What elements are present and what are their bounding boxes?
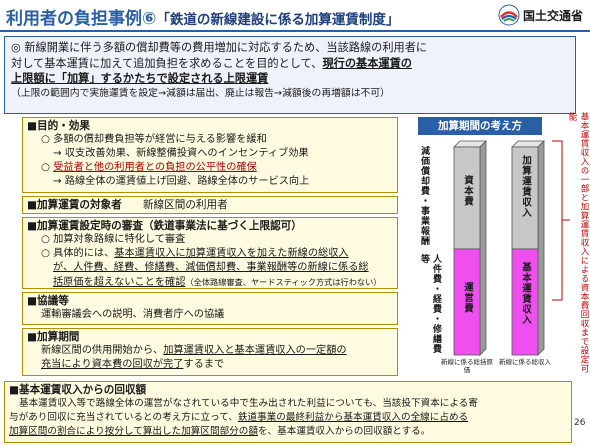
review-box: ■加算運賃設定時の審査（鉄道事業法に基づく上限認可） ○ 加算対象路線に特化して… bbox=[22, 217, 398, 289]
review-line-2b: 基本運賃収入に加算運賃収入を加えた新線の総収入 bbox=[114, 248, 349, 259]
review-line-4a: 括原価を超えないことを確認 bbox=[53, 277, 186, 288]
diagram-title: 加算期間の考え方 bbox=[418, 117, 542, 135]
depreciation-label: 減価償却費・事業報酬 bbox=[419, 146, 429, 246]
recovery-line-1: 基本運賃収入等で路線全体の運営がなされている中で生み出された利益についても、当該… bbox=[19, 398, 478, 409]
review-line-2: ○ 具体的には、基本運賃収入に加算運賃収入を加えた新線の総収入 bbox=[27, 247, 393, 261]
consult-heading: ■協議等 bbox=[27, 295, 69, 307]
left-bar-top-label: 資本費 bbox=[462, 175, 473, 207]
period-line-2: 充当により資本費の回収が完了するまで bbox=[27, 358, 393, 372]
target-line: ■加算運賃の対象者 新線区間の利用者 bbox=[27, 198, 393, 212]
consult-value: 運輸審議会への説明、消費者庁への協議 bbox=[41, 309, 225, 320]
purpose-line-2: → 収支改善効果、新線整備投資へのインセンティブ効果 bbox=[53, 148, 309, 159]
purpose-line-3a: ○ bbox=[41, 162, 54, 173]
recovery-line-3a: 加算区間の割合により按分して算出した加算区間部分の額 bbox=[9, 426, 258, 437]
header: 利用者の負担事例⑥「鉄道の新線建設に係る加算運賃制度」 国土交通省 bbox=[0, 0, 590, 34]
side-note: 基本運賃収入の一部と加算運賃収入による資本費回収まで設定可能 bbox=[567, 112, 589, 373]
recovery-line-3b: を、基本運賃収入からの回収額とする。 bbox=[257, 426, 431, 437]
recovery-line-2a: 与があり回収に充当されているとの考え方に立って、 bbox=[9, 412, 238, 423]
purpose-line-1: ○ 多額の償却費負担等が経営に与える影響を緩和 bbox=[41, 134, 267, 145]
right-bar-top-label: 加算運賃収入 bbox=[520, 155, 531, 218]
summary-line-2a: 対して基本運賃に加えて追加負担を求めることを目的として、 bbox=[11, 56, 323, 70]
target-value: 新線区間の利用者 bbox=[142, 199, 228, 211]
period-heading: ■加算期間 bbox=[27, 331, 80, 343]
right-bar-base-revenue bbox=[511, 248, 539, 356]
recovery-heading: ■基本運賃収入からの回収額 bbox=[9, 384, 147, 396]
summary-line-3: 上限額に「加算」するかたちで設定される上限運賃 bbox=[11, 72, 269, 85]
period-line-1b: 加算運賃収入と基本運賃収入の一定額の bbox=[163, 345, 347, 356]
target-box: ■加算運賃の対象者 新線区間の利用者 bbox=[22, 196, 398, 214]
period-line-2a: 充当により資本費の回収が完了 bbox=[41, 359, 184, 370]
mlit-logo-icon bbox=[498, 4, 520, 26]
purpose-line-3b: 受益者と他の利用者との負担の公平性の確保 bbox=[53, 162, 257, 173]
left-bar-side-face bbox=[479, 140, 487, 356]
target-heading: ■加算運賃の対象者 bbox=[27, 199, 122, 211]
period-line-2b: するまで bbox=[183, 359, 225, 370]
personnel-label: 人件費・経費・修繕費等 bbox=[419, 254, 441, 354]
recovery-line-2b: 鉄道事業の最終利益から基本運賃収入の全線に占める bbox=[237, 412, 469, 423]
left-bar-bottom-label: 運営費 bbox=[462, 282, 473, 314]
review-line-1: ○ 加算対象路線に特化して審査 bbox=[41, 234, 186, 245]
review-line-4b: （全体路線審査、ヤードスティック方式は行わない） bbox=[185, 277, 382, 287]
purpose-box: ■目的・効果 ○ 多額の償却費負担等が経営に与える影響を緩和 → 収支改善効果、… bbox=[22, 117, 398, 193]
recovery-box: ■基本運賃収入からの回収額 基本運賃収入等で路線全体の運営がなされている中で生み… bbox=[4, 381, 572, 443]
page-title: 利用者の負担事例⑥「鉄道の新線建設に係る加算運賃制度」 bbox=[6, 4, 399, 29]
left-bar-caption: 新線に係る総括原価 bbox=[441, 358, 493, 374]
summary-line-2: 対して基本運賃に加えて追加負担を求めることを目的として、現行の基本運賃の bbox=[11, 56, 569, 72]
recovery-line-3: 加算区間の割合により按分して算出した加算区間部分の額を、基本運賃収入からの回収額… bbox=[9, 425, 567, 439]
review-heading: ■加算運賃設定時の審査（鉄道事業法に基づく上限認可） bbox=[27, 220, 302, 232]
period-line-1: 新線区間の供用開始から、加算運賃収入と基本運賃収入の一定額の bbox=[27, 344, 393, 358]
summary-box: ◎ 新線開業に伴う多額の償却費等の費用増加に対応するため、当該路線の利用者に 対… bbox=[4, 36, 576, 114]
review-line-4: 括原価を超えないことを確認（全体路線審査、ヤードスティック方式は行わない） bbox=[27, 275, 393, 290]
review-line-3: が、人件費、経費、修繕費、減価償却費、事業報酬等の新線に係る総 bbox=[53, 262, 369, 273]
period-line-1a: 新線区間の供用開始から、 bbox=[41, 345, 164, 356]
right-bar-side-face bbox=[537, 140, 545, 356]
left-bar-operating-cost bbox=[453, 248, 481, 356]
period-box: ■加算期間 新線区間の供用開始から、加算運賃収入と基本運賃収入の一定額の 充当に… bbox=[22, 328, 398, 376]
title-main: 利用者の負担事例⑥ bbox=[6, 9, 157, 29]
recovery-bracket bbox=[552, 140, 563, 301]
recovery-line-2: 与があり回収に充当されているとの考え方に立って、鉄道事業の最終利益から基本運賃収… bbox=[9, 411, 567, 425]
consult-box: ■協議等 運輸審議会への説明、消費者庁への協議 bbox=[22, 292, 398, 325]
title-sub: 「鉄道の新線建設に係る加算運賃制度」 bbox=[156, 12, 400, 28]
purpose-heading: ■目的・効果 bbox=[27, 120, 90, 132]
purpose-line-3: ○ 受益者と他の利用者との負担の公平性の確保 bbox=[27, 161, 393, 175]
mlit-logo: 国土交通省 bbox=[498, 4, 583, 26]
summary-line-2b: 現行の基本運賃の bbox=[322, 56, 412, 70]
summary-line-4: （上限の範囲内で実施運賃を設定→減額は届出、廃止は報告→減額後の再増額は不可） bbox=[11, 87, 390, 99]
review-line-2a: ○ 具体的には、 bbox=[41, 248, 115, 259]
right-bar-caption: 新線に係る総収入 bbox=[499, 358, 551, 366]
logo-text: 国土交通省 bbox=[523, 8, 584, 23]
purpose-line-4: → 路線全体の運賃値上げ回避、路線全体のサービス向上 bbox=[53, 176, 310, 187]
left-bar-capital-cost bbox=[453, 146, 481, 250]
title-rule bbox=[0, 30, 590, 32]
page-number: 26 bbox=[574, 418, 586, 428]
summary-line-1: ◎ 新線開業に伴う多額の償却費等の費用増加に対応するため、当該路線の利用者に bbox=[11, 41, 428, 54]
right-bar-bottom-label: 基本運賃収入 bbox=[520, 262, 531, 325]
